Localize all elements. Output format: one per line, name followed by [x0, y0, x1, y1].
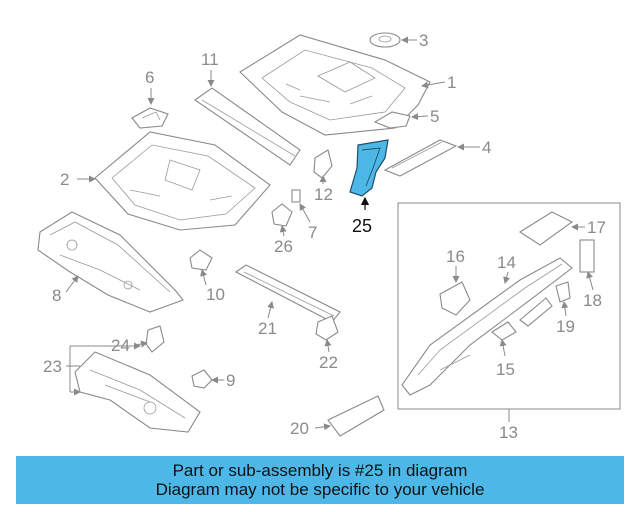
callout-25: 25 — [352, 216, 372, 236]
part-4-crossmember[interactable] — [383, 139, 458, 177]
callout-16: 16 — [446, 247, 465, 266]
callout-5: 5 — [430, 107, 439, 126]
part-18-plate[interactable] — [579, 239, 595, 273]
callout-17: 17 — [587, 218, 606, 237]
part-7-clip[interactable] — [291, 189, 301, 203]
part-6-pad[interactable] — [131, 107, 169, 129]
info-banner: Part or sub-assembly is #25 in diagram D… — [16, 456, 624, 504]
callout-22: 22 — [319, 353, 338, 372]
part-23-lower-panel[interactable] — [74, 351, 201, 433]
callout-24: 24 — [111, 336, 130, 355]
callout-18: 18 — [583, 291, 602, 310]
callout-20: 20 — [290, 419, 309, 438]
callout-7: 7 — [308, 223, 317, 242]
part-12-bracket[interactable] — [313, 149, 333, 179]
part-15-bracket[interactable] — [491, 321, 517, 341]
part-24-bracket[interactable] — [145, 325, 165, 353]
part-19-clip[interactable] — [555, 281, 571, 303]
part-14-rail-assembly[interactable] — [401, 257, 573, 396]
callout-19: 19 — [556, 317, 575, 336]
part-10-bracket[interactable] — [189, 249, 213, 271]
callout-10: 10 — [206, 285, 225, 304]
callout-6: 6 — [145, 68, 154, 87]
callout-15: 15 — [496, 360, 515, 379]
part-17-plate[interactable] — [518, 211, 574, 246]
part-5-bracket[interactable] — [373, 111, 411, 129]
part-2-front-floor[interactable] — [94, 131, 271, 231]
banner-line-2: Diagram may not be specific to your vehi… — [155, 480, 485, 499]
callout-26: 26 — [274, 237, 293, 256]
part-13-group-box — [397, 202, 621, 422]
callout-4: 4 — [482, 138, 491, 157]
part-3-plug[interactable] — [369, 32, 401, 48]
callout-13: 13 — [499, 423, 518, 442]
parts-diagram: 1 2 3 4 5 6 7 8 9 10 11 12 13 14 15 16 1… — [37, 31, 621, 442]
callout-1: 1 — [447, 73, 456, 92]
part-9-bracket[interactable] — [191, 369, 213, 389]
part-26-bracket[interactable] — [271, 203, 293, 227]
part-25-reinforcement[interactable] — [349, 139, 389, 197]
callout-9: 9 — [226, 371, 235, 390]
callout-8: 8 — [52, 286, 61, 305]
part-14-brackets — [519, 297, 553, 327]
part-11-cross-rail[interactable] — [194, 87, 301, 166]
part-1-rear-floor[interactable] — [239, 34, 431, 136]
part-8-dash-panel[interactable] — [37, 211, 184, 313]
callout-2: 2 — [60, 170, 69, 189]
callout-14: 14 — [497, 253, 516, 272]
callout-23: 23 — [43, 357, 62, 376]
part-16-bracket[interactable] — [439, 281, 471, 316]
part-21-side-rail[interactable] — [234, 264, 341, 323]
callout-21: 21 — [258, 319, 277, 338]
callout-3: 3 — [419, 31, 428, 50]
banner-line-1: Part or sub-assembly is #25 in diagram — [172, 461, 468, 480]
callout-11: 11 — [201, 50, 219, 69]
part-22-bracket[interactable] — [315, 315, 339, 341]
part-20-extension[interactable] — [327, 395, 385, 437]
callout-12: 12 — [314, 185, 333, 204]
